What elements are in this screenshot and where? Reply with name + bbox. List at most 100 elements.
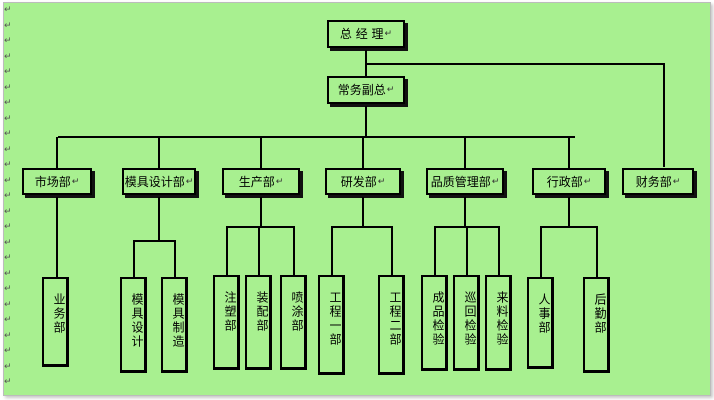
connector-mold-child-1 [174, 240, 176, 277]
sub-box-production-0: 注塑部 [213, 275, 240, 370]
paragraph-mark: ↵ [4, 160, 12, 170]
connector-dept-admin [568, 137, 570, 168]
connector-quality-child-0 [434, 226, 436, 275]
paragraph-mark: ↵ [4, 82, 12, 93]
sub-box-mold-1: 模具制造 [161, 277, 188, 373]
sub-box-production-1-label: 装配部 [255, 291, 269, 333]
sub-box-admin-0-label: 人事部 [537, 293, 551, 335]
connector-production-child-1 [258, 226, 260, 275]
vice-president-box-return-mark: ↵ [386, 85, 395, 95]
general-manager-box-label: 总 经 理 [339, 27, 384, 41]
connector-mold-bar [133, 240, 176, 242]
sub-box-mold-0-label: 模具设计 [130, 293, 144, 349]
connector-mold-down [158, 197, 160, 240]
dept-box-production-label: 生产部 [238, 174, 275, 189]
sub-box-quality-2-label: 来料检验 [495, 291, 509, 347]
dept-box-quality: 品质管理部↵ [426, 168, 504, 195]
dept-box-market-label: 市场部 [34, 174, 71, 189]
paragraph-mark: ↵ [4, 5, 12, 15]
dept-box-finance-return-mark: ↵ [672, 176, 681, 187]
connector-finance-v [663, 63, 665, 167]
sub-box-admin-1-label: 后勤部 [593, 293, 607, 335]
connector-production-child-0 [226, 226, 228, 275]
paragraph-mark: ↵ [4, 315, 12, 325]
connector-quality-child-2 [498, 226, 500, 275]
connector-quality-child-1 [466, 226, 468, 275]
paragraph-mark: ↵ [4, 175, 12, 186]
dept-box-rnd-label: 研发部 [340, 174, 377, 189]
sub-box-quality-1-label: 巡回检验 [463, 291, 477, 347]
sub-box-quality-1: 巡回检验 [453, 275, 480, 371]
dept-box-mold-label: 模具设计部 [124, 174, 185, 189]
paragraph-mark: ↵ [4, 51, 12, 62]
sub-box-production-0-label: 注塑部 [223, 291, 237, 333]
sub-box-production-2-label: 喷涂部 [290, 291, 304, 333]
sub-box-rnd-1: 工程二部 [378, 275, 405, 375]
paragraph-mark: ↵ [4, 237, 12, 248]
sub-box-quality-0: 成品检验 [421, 275, 448, 371]
dept-box-market-return-mark: ↵ [71, 176, 80, 187]
connector-dept-rnd [362, 137, 364, 168]
dept-box-production-return-mark: ↵ [275, 176, 284, 187]
dept-box-mold: 模具设计部↵ [122, 168, 196, 195]
paragraph-mark: ↵ [4, 346, 12, 356]
vice-president-box: 常务副总↵ [327, 76, 405, 104]
dept-box-mold-return-mark: ↵ [185, 176, 194, 187]
sub-box-admin-1: 后勤部 [583, 277, 610, 373]
paragraph-mark: ↵ [4, 284, 12, 294]
connector-production-down [260, 197, 262, 226]
sub-box-rnd-1-label: 工程二部 [388, 291, 402, 347]
dept-box-market: 市场部↵ [22, 168, 92, 195]
dept-box-finance-label: 财务部 [635, 174, 672, 189]
vice-president-box-label: 常务副总 [337, 83, 386, 97]
paragraph-mark: ↵ [4, 191, 12, 201]
connector-admin-child-0 [540, 226, 542, 277]
sub-box-market-0-label: 业务部 [52, 293, 66, 335]
paragraph-mark: ↵ [4, 206, 12, 217]
dept-box-quality-return-mark: ↵ [491, 176, 500, 187]
connector-dept-market [56, 137, 58, 168]
paragraph-mark: ↵ [4, 299, 12, 310]
general-manager-box-return-mark: ↵ [384, 29, 393, 39]
paragraph-mark: ↵ [4, 268, 12, 279]
dept-box-quality-label: 品质管理部 [430, 174, 491, 189]
sub-box-production-1: 装配部 [245, 275, 272, 370]
paragraph-mark: ↵ [4, 67, 12, 77]
connector-mold-child-0 [133, 240, 135, 277]
paragraph-mark: ↵ [4, 98, 12, 108]
connector-admin-down [568, 197, 570, 226]
connector-root-finance-h [367, 63, 664, 65]
paragraph-mark: ↵ [4, 253, 12, 263]
connector-rnd-child-1 [391, 226, 393, 275]
dept-box-admin-return-mark: ↵ [583, 176, 592, 187]
connector-rnd-down [362, 197, 364, 226]
sub-box-rnd-0: 工程一部 [318, 275, 345, 375]
connector-dept-quality [464, 137, 466, 168]
sub-box-production-2: 喷涂部 [280, 275, 307, 370]
paragraph-mark: ↵ [4, 377, 12, 387]
connector-dept-mold [158, 137, 160, 168]
paragraph-mark: ↵ [4, 361, 12, 372]
paragraph-mark: ↵ [4, 330, 12, 341]
connector-root-vice [365, 50, 367, 76]
connector-market-child [56, 197, 58, 277]
connector-rnd-child-0 [331, 226, 333, 275]
paragraph-mark: ↵ [4, 113, 12, 124]
dept-box-production: 生产部↵ [222, 168, 300, 195]
connector-admin-child-1 [596, 226, 598, 277]
paragraph-mark: ↵ [4, 222, 12, 232]
connector-dept-production [260, 137, 262, 168]
dept-box-rnd-return-mark: ↵ [377, 176, 386, 187]
dept-box-admin: 行政部↵ [532, 168, 606, 195]
dept-box-finance: 财务部↵ [622, 168, 694, 195]
dept-box-rnd: 研发部↵ [325, 168, 401, 195]
connector-admin-bar [540, 226, 598, 228]
paragraph-mark: ↵ [4, 144, 12, 155]
sub-box-mold-0: 模具设计 [120, 277, 147, 373]
sub-box-admin-0: 人事部 [527, 277, 554, 369]
sub-box-market-0: 业务部 [42, 277, 69, 367]
connector-production-bar [226, 226, 295, 228]
sub-box-quality-0-label: 成品检验 [431, 291, 445, 347]
connector-rnd-bar [331, 226, 393, 228]
